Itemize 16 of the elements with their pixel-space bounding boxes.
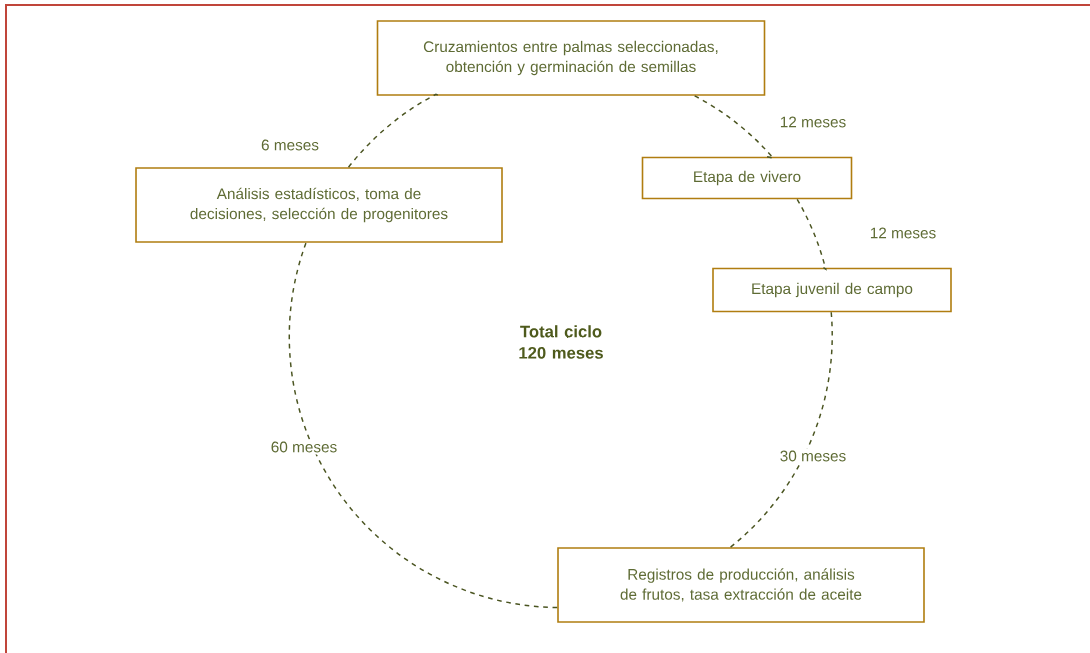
process-box: Análisis estadísticos, toma de decisiones, selección de progenitores (135, 167, 503, 243)
dashed-arc (288, 242, 558, 609)
process-box: Registros de producción, análisis de frutos, tasa extracción de aceite (557, 547, 925, 623)
edge-label: 30 meses (777, 448, 849, 464)
edge-label: 60 meses (268, 439, 340, 455)
edge-label: 12 meses (777, 114, 849, 130)
process-box: Cruzamientos entre palmas seleccionadas, obtención y germinación de semillas (376, 20, 766, 96)
process-box: Etapa de vivero (641, 156, 853, 200)
edge-label: 6 meses (259, 137, 321, 153)
dashed-arc (347, 93, 440, 168)
process-box: Etapa juvenil de campo (712, 267, 952, 313)
edge-label: 12 meses (867, 225, 939, 241)
dashed-arc (796, 198, 827, 270)
dashed-arc (693, 95, 775, 159)
center-label: Total ciclo 120 meses (519, 325, 603, 359)
dashed-arc (728, 311, 833, 550)
